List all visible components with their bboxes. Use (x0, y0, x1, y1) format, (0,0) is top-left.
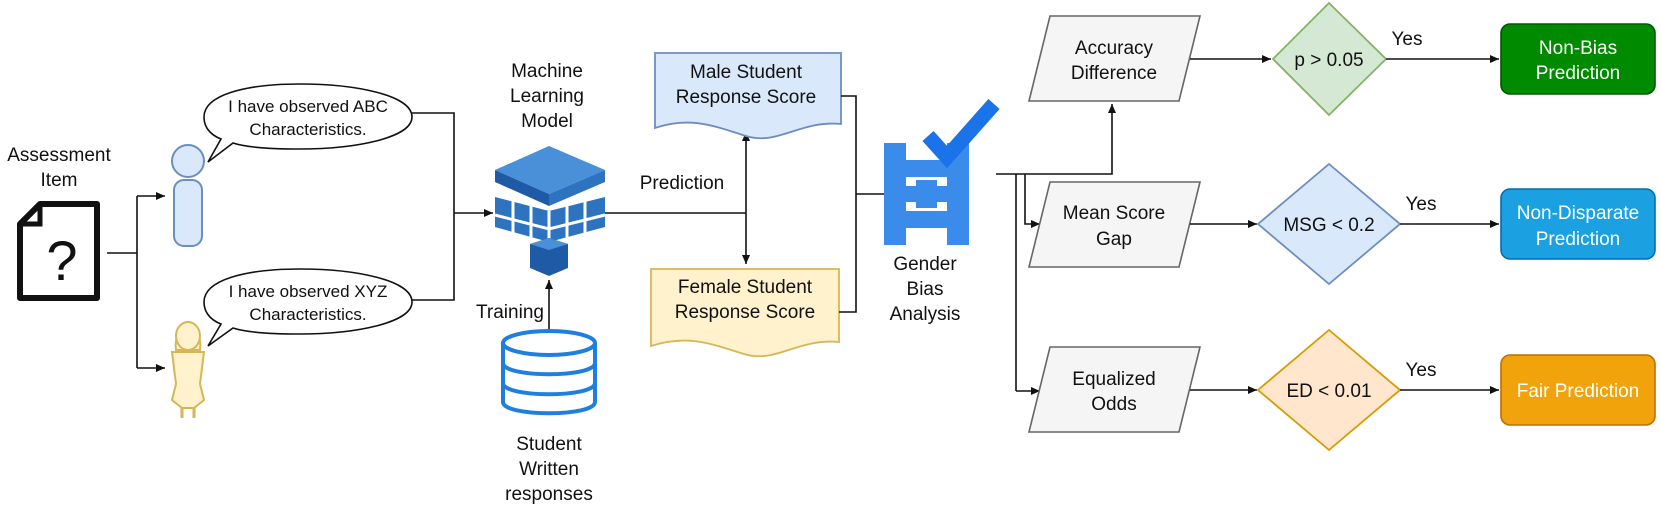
female-response-score-box: Female Student Response Score (650, 268, 840, 358)
female-score-line1: Female Student (678, 277, 813, 298)
female-score-line2: Response Score (675, 302, 815, 323)
r3-label: Fair Prediction (1517, 381, 1640, 402)
connector-bubbles (412, 112, 455, 301)
gba-label-line2: Bias (907, 279, 944, 300)
d3-label: ED < 0.01 (1286, 381, 1371, 402)
non-disparate-prediction-box: Non-Disparate Prediction (1500, 188, 1656, 260)
non-bias-prediction-box: Non-Bias Prediction (1500, 23, 1656, 95)
speech-bubble-male: I have observed ABC Characteristics. (203, 83, 413, 163)
ml-label-line3: Model (521, 111, 573, 132)
r2-line2: Prediction (1536, 229, 1621, 250)
equalized-odds-box: Equalized Odds (1027, 346, 1202, 433)
yes-label-1: Yes (1392, 29, 1423, 50)
database-icon (501, 329, 597, 416)
female-person-icon (170, 321, 206, 418)
decision-p-value: p > 0.05 (1271, 1, 1388, 117)
yes-label-2: Yes (1406, 194, 1437, 215)
accuracy-difference-box: Accuracy Difference (1027, 15, 1202, 102)
gba-label-line1: Gender (893, 254, 957, 275)
male-score-line1: Male Student (690, 62, 803, 83)
eo-line2: Odds (1091, 394, 1136, 415)
bubble-male-line1: I have observed ABC (228, 97, 388, 116)
yes-label-3: Yes (1406, 360, 1437, 381)
decision-msg: MSG < 0.2 (1256, 162, 1402, 286)
male-person-icon (171, 144, 205, 247)
arrow-to-accuracy (996, 104, 1116, 175)
male-score-line2: Response Score (676, 87, 816, 108)
assessment-label-line2: Item (41, 170, 78, 191)
gender-bias-analysis-icon (884, 99, 1000, 245)
question-mark-icon: ? (46, 229, 77, 292)
r1-line2: Prediction (1536, 63, 1621, 84)
gba-label-line3: Analysis (890, 304, 961, 325)
r1-line1: Non-Bias (1539, 38, 1617, 59)
ml-model-icon (494, 146, 606, 276)
assessment-label-line1: Assessment (7, 145, 111, 166)
bubble-female-line2: Characteristics. (249, 305, 366, 324)
fair-prediction-box: Fair Prediction (1500, 354, 1656, 426)
bubble-male-line2: Characteristics. (249, 120, 366, 139)
bubble-female-line1: I have observed XYZ (229, 282, 388, 301)
msg-line2: Gap (1096, 229, 1132, 250)
accuracy-line1: Accuracy (1075, 38, 1154, 59)
decision-ed: ED < 0.01 (1256, 328, 1402, 452)
accuracy-line2: Difference (1071, 63, 1157, 84)
prediction-label: Prediction (640, 173, 725, 194)
eo-line1: Equalized (1072, 369, 1155, 390)
speech-bubble-female: I have observed XYZ Characteristics. (203, 268, 413, 347)
d2-label: MSG < 0.2 (1283, 215, 1374, 236)
r2-line1: Non-Disparate (1517, 203, 1640, 224)
connector-scores (839, 95, 857, 313)
assessment-item-icon: ? (17, 201, 100, 301)
d1-label: p > 0.05 (1294, 50, 1363, 71)
swr-label-line3: responses (505, 484, 593, 505)
swr-label-line1: Student (516, 434, 582, 455)
mean-score-gap-box: Mean Score Gap (1027, 181, 1202, 268)
male-response-score-box: Male Student Response Score (654, 52, 842, 140)
ml-label-line1: Machine (511, 61, 583, 82)
arrow-to-msg (1024, 174, 1040, 228)
msg-line1: Mean Score (1063, 203, 1165, 224)
training-label: Training (476, 302, 544, 323)
ml-label-line2: Learning (510, 86, 584, 107)
swr-label-line2: Written (519, 459, 579, 480)
